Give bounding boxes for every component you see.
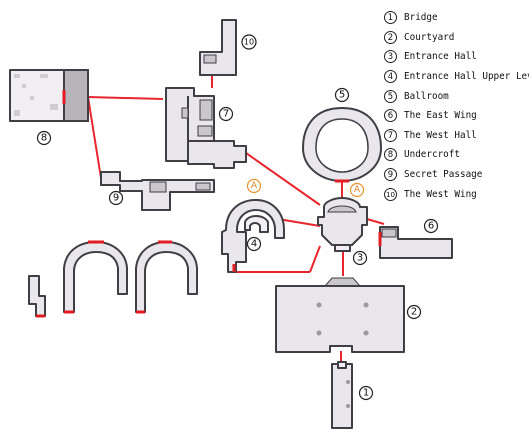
room-undercroft[interactable] (9, 69, 89, 122)
svg-text:3: 3 (357, 253, 363, 264)
arch-piece-2[interactable] (63, 240, 128, 314)
svg-text:9: 9 (113, 193, 119, 204)
badge-7: 7 (218, 106, 234, 122)
svg-text:4: 4 (251, 239, 257, 250)
svg-text:6: 6 (428, 221, 434, 232)
svg-text:8: 8 (41, 133, 47, 144)
room-ballroom[interactable] (302, 107, 382, 183)
room-west-wing[interactable] (199, 19, 237, 76)
room-entrance-hall-upper[interactable] (221, 199, 285, 273)
badge-6: 6 (423, 218, 439, 234)
room-bridge[interactable] (331, 361, 353, 429)
svg-text:A: A (354, 185, 361, 195)
svg-text:7: 7 (223, 109, 229, 120)
badge-4: 4 (246, 236, 262, 252)
svg-text:5: 5 (339, 90, 345, 101)
marker-a-right: A (349, 182, 365, 198)
badge-3: 3 (352, 250, 368, 266)
room-east-wing[interactable] (378, 226, 453, 259)
room-secret-passage[interactable] (100, 171, 215, 211)
badge-9: 9 (108, 190, 124, 206)
room-entrance-hall[interactable] (317, 197, 368, 287)
badge-10: 10 (241, 34, 257, 50)
badge-1: 1 (358, 385, 374, 401)
svg-text:2: 2 (411, 307, 417, 318)
room-west-hall[interactable] (165, 87, 247, 169)
arch-piece-1[interactable] (28, 275, 46, 318)
room-courtyard[interactable] (275, 285, 405, 353)
arch-piece-3[interactable] (135, 240, 198, 314)
svg-text:1: 1 (363, 388, 369, 399)
badge-2: 2 (406, 304, 422, 320)
map-badges: 1 2 3 4 5 6 7 8 9 10 (36, 34, 439, 401)
badge-8: 8 (36, 130, 52, 146)
badge-5: 5 (334, 87, 350, 103)
marker-a-left: A (246, 178, 262, 194)
svg-text:A: A (251, 181, 258, 191)
svg-text:10: 10 (244, 38, 254, 47)
